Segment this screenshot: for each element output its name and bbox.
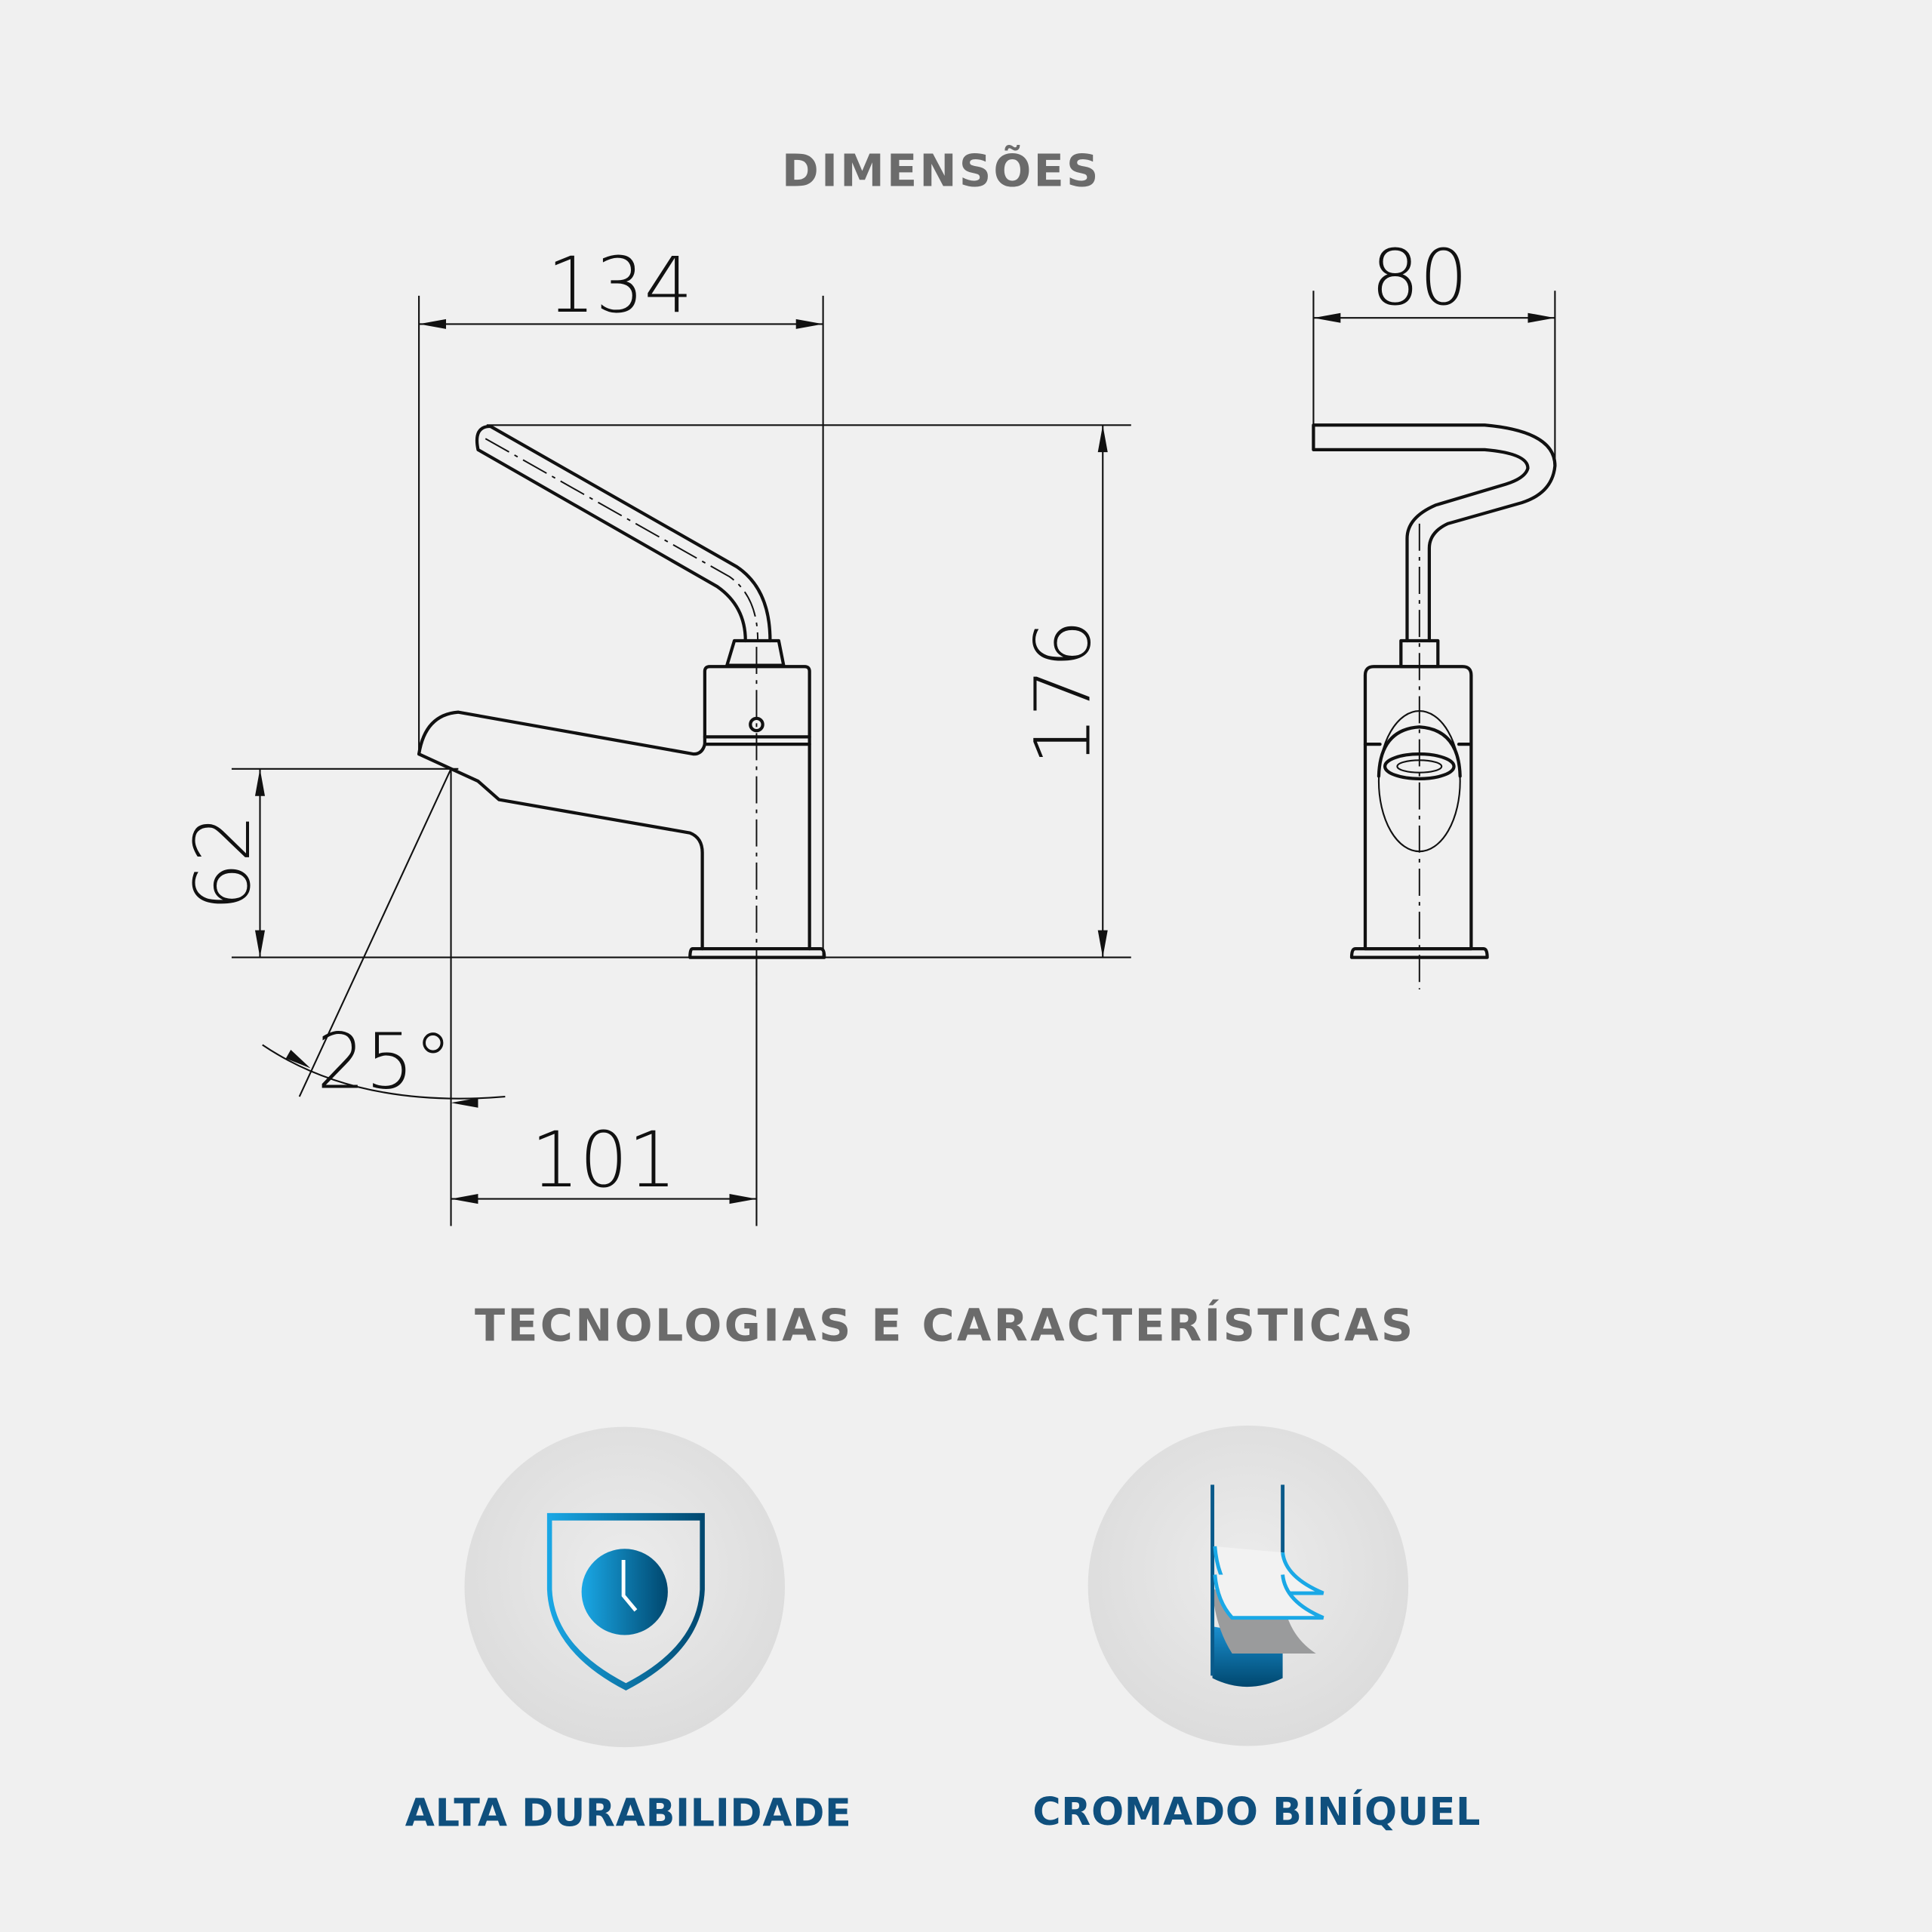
technologies-heading: TECNOLOGIAS E CARACTERÍSTICAS (475, 1299, 1415, 1351)
side-view-drawing: 134 176 62 25° 101 (178, 241, 1131, 1226)
dimension-80: 80 (1371, 233, 1468, 322)
dimension-62: 62 (178, 814, 267, 911)
dimension-176: 176 (1018, 620, 1107, 765)
dimension-angle-25: 25° (317, 1017, 452, 1106)
shield-clock-icon (546, 1512, 705, 1690)
chrome-layers-icon (1211, 1484, 1324, 1687)
feature-label: CROMADO BINÍQUEL (1032, 1789, 1481, 1834)
dimensions-heading: DIMENSÕES (782, 145, 1101, 197)
feature-alta-durabilidade: ALTA DURABILIDADE (405, 1426, 852, 1835)
feature-label: ALTA DURABILIDADE (405, 1791, 852, 1835)
dimension-134: 134 (547, 241, 693, 330)
dimension-101: 101 (531, 1115, 676, 1204)
front-view-drawing: 80 (1312, 233, 1557, 990)
feature-cromado-biniquel: CROMADO BINÍQUEL (1032, 1425, 1481, 1834)
